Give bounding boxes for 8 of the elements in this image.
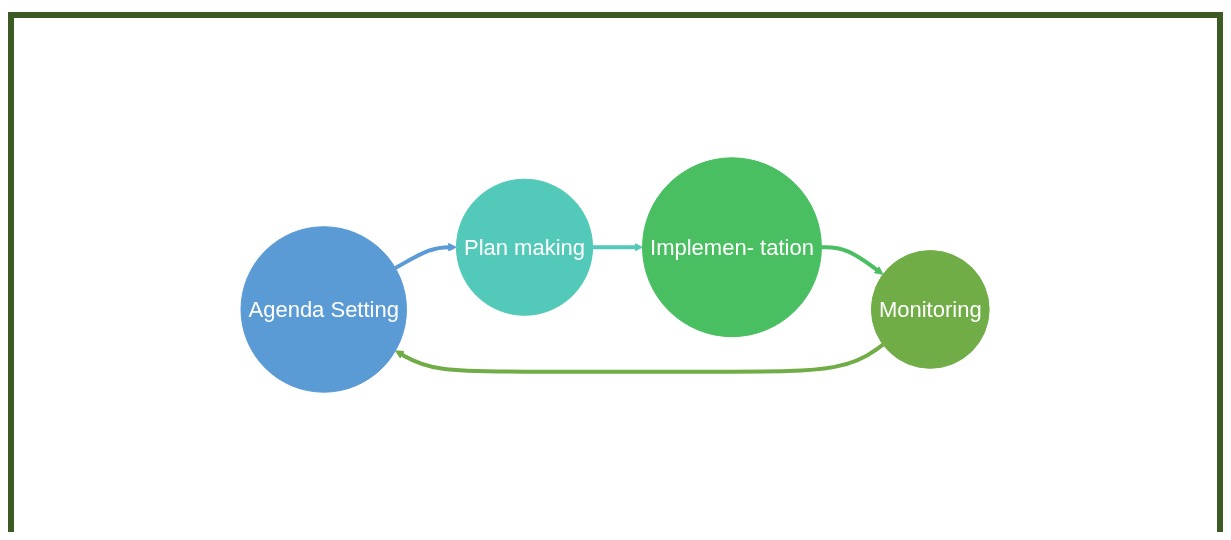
arrow	[593, 242, 644, 252]
node-circle: Implemen- tation	[642, 157, 823, 338]
arrow	[395, 342, 885, 374]
node-circle: Plan making	[456, 178, 594, 316]
node-circle: Monitoring	[871, 250, 991, 369]
node-circle: Agenda Setting	[240, 226, 408, 393]
arrow	[821, 245, 884, 275]
arrow	[394, 242, 458, 270]
